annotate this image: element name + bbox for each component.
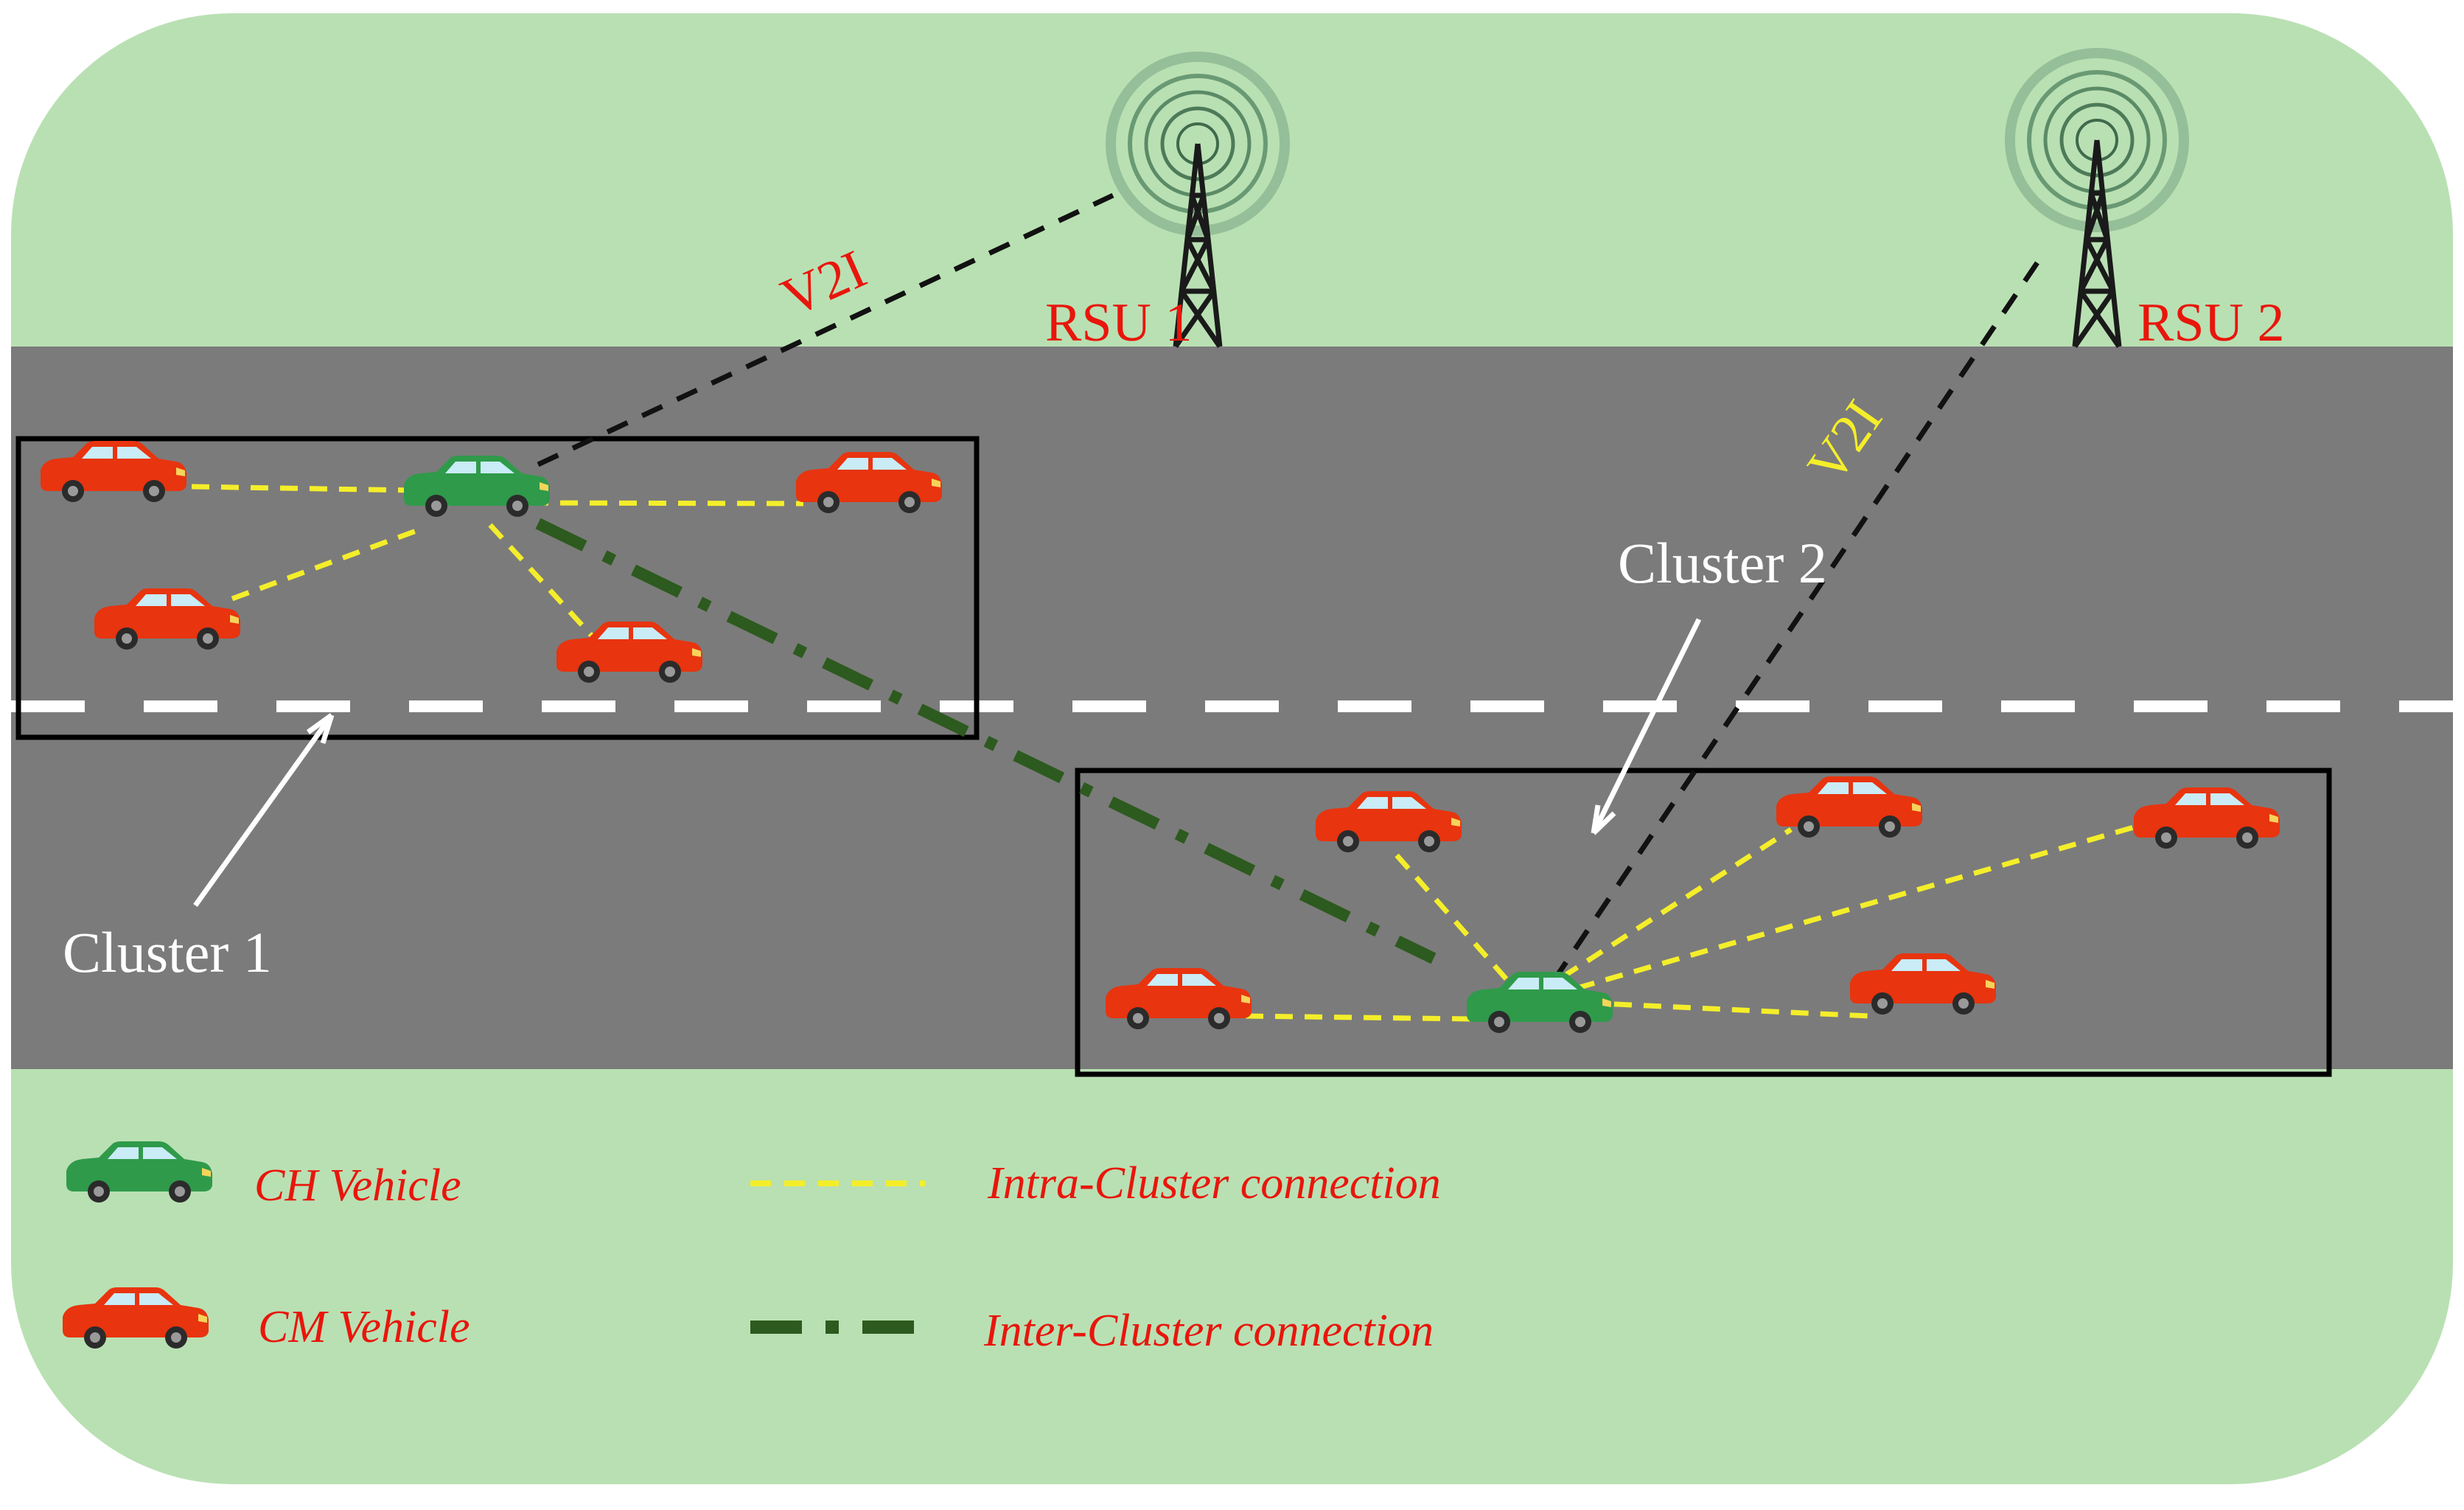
legend-intra-label: Intra-Cluster connection [987, 1158, 1441, 1208]
legend-cm-label: CM Vehicle [258, 1302, 470, 1352]
cluster-2-arrow [1591, 618, 1702, 835]
rsu-1-tower-icon [1106, 52, 1290, 348]
cluster-1-label: Cluster 1 [63, 920, 272, 984]
rsu-1-label: RSU 1 [1045, 293, 1192, 353]
rsu-2-tower-icon [2005, 48, 2189, 348]
rsu-2-label: RSU 2 [2137, 293, 2284, 353]
cluster-2-box [1075, 768, 2332, 1077]
legend-inter-label: Inter-Cluster connection [983, 1306, 1434, 1356]
cluster-1-arrow [193, 713, 335, 908]
intra-links-cluster-2 [1245, 824, 2135, 1022]
legend-ch-label: CH Vehicle [254, 1161, 461, 1211]
cluster-2-label: Cluster 2 [1618, 531, 1827, 595]
cluster-1-box [15, 436, 980, 740]
v2i-link-2 [1552, 249, 2048, 982]
intra-links-cluster-1 [191, 484, 804, 644]
v2i-link-1 [537, 192, 1114, 467]
legend: CH Vehicle CM Vehicle Intra-Cluster conn… [63, 1141, 1441, 1356]
